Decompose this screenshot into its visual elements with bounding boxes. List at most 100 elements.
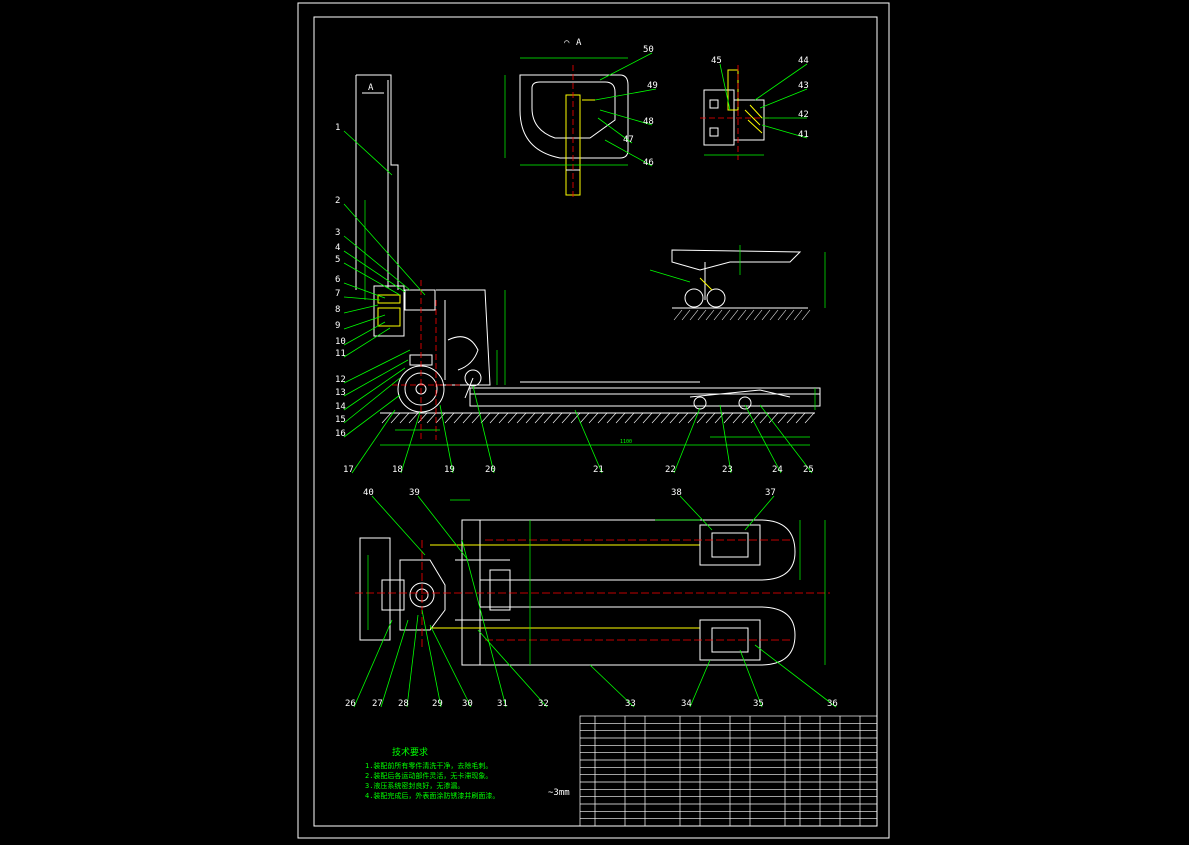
leader-line: [719, 63, 731, 111]
chassis-body: [436, 289, 491, 386]
outer-border: [297, 2, 890, 839]
part-number-balloon: 5: [335, 255, 340, 265]
leader-line: [604, 139, 653, 167]
leader-line: [343, 394, 401, 438]
fork-side: [469, 387, 821, 407]
part-number-balloon: 31: [497, 699, 508, 709]
part-number-balloon: 23: [722, 465, 733, 475]
leader-line: [689, 659, 711, 708]
leader-line: [439, 404, 454, 474]
fork-length-dim: 1100: [620, 439, 632, 445]
leader-line: [343, 262, 401, 296]
leader-line: [594, 88, 657, 101]
ground-hatch: [381, 412, 815, 424]
side-centerlines: [392, 280, 460, 440]
bill-of-materials-table: [579, 715, 878, 827]
leader-line: [343, 359, 409, 397]
part-number-balloon: 3: [335, 228, 340, 238]
part-number-balloon: 38: [671, 488, 682, 498]
top-view-centerlines: [355, 539, 830, 650]
part-number-balloon: 13: [335, 388, 346, 398]
part-number-balloon: 45: [711, 56, 722, 66]
part-number-balloon: 36: [827, 699, 838, 709]
leader-line: [679, 495, 713, 531]
leader-line: [343, 304, 379, 314]
side-view: [355, 74, 821, 414]
fork-right-top: [480, 606, 796, 666]
part-number-balloon: 47: [623, 135, 634, 145]
part-number-balloon: 49: [647, 81, 658, 91]
caster-dims: [649, 245, 826, 308]
leader-line: [719, 404, 732, 474]
leader-line: [343, 250, 406, 293]
tech-notes-title: 技术要求: [392, 746, 428, 758]
tech-note-4: 4.装配完成后，外表面涂防锈漆并刷面漆。: [365, 791, 499, 800]
leader-line: [343, 327, 391, 358]
leader-line: [343, 130, 393, 176]
leader-line: [754, 644, 837, 708]
leader-line: [461, 539, 507, 708]
leader-line: [406, 614, 419, 708]
handle: [356, 74, 399, 290]
leader-line: [400, 411, 421, 474]
leader-line: [343, 377, 401, 424]
pin-centerline: [700, 65, 770, 160]
part-number-balloon: 35: [753, 699, 764, 709]
part-number-balloon: 2: [335, 196, 340, 206]
handle-detail-view: [519, 74, 629, 196]
part-number-balloon: 44: [798, 56, 809, 66]
part-number-balloon: 28: [398, 699, 409, 709]
leader-line: [744, 495, 775, 531]
pin-body: [703, 89, 735, 146]
part-number-balloon: 30: [462, 699, 473, 709]
part-number-balloon: 37: [765, 488, 776, 498]
leader-line: [477, 629, 548, 708]
top-view-dims: [367, 499, 826, 665]
leader-line: [343, 282, 386, 299]
leader-line: [599, 109, 653, 126]
leader-line: [343, 349, 411, 384]
tech-note-3: 3.液压系统密封良好，无渗漏。: [365, 781, 464, 790]
roller-assembly-left: [699, 524, 761, 566]
leader-line: [417, 495, 469, 561]
load-roller-rear: [738, 396, 752, 410]
part-number-balloon: 48: [643, 117, 654, 127]
leader-line: [739, 649, 763, 708]
part-number-balloon: 27: [372, 699, 383, 709]
part-number-balloon: 4: [335, 243, 340, 253]
leader-line: [744, 404, 782, 474]
part-number-balloon: 15: [335, 415, 346, 425]
handle-grip-outline: [519, 74, 629, 159]
part-number-balloon: 17: [343, 465, 354, 475]
part-number-balloon: 39: [409, 488, 420, 498]
leader-line: [754, 63, 808, 101]
part-number-balloon: 46: [643, 158, 654, 168]
leader-line: [351, 409, 396, 474]
leader-line: [353, 619, 393, 708]
leader-line: [589, 664, 635, 708]
leader-line: [472, 385, 495, 474]
part-number-balloon: 11: [335, 349, 346, 359]
part-number-balloon: 34: [681, 699, 692, 709]
leader-line: [343, 203, 426, 296]
scale-note: ~3mm: [548, 788, 570, 798]
part-number-balloon: 6: [335, 275, 340, 285]
leader-line: [421, 609, 442, 708]
leader-line: [761, 124, 808, 139]
part-number-balloon: 22: [665, 465, 676, 475]
part-number-balloon: 14: [335, 402, 346, 412]
pin-detail-view: [703, 69, 765, 146]
leader-line: [597, 117, 633, 144]
leader-line: [380, 619, 409, 708]
tech-note-1: 1.装配前所有零件清洗干净，去除毛刺。: [365, 761, 492, 770]
handle-detail-dims: [504, 57, 628, 166]
leader-line: [343, 296, 381, 301]
part-number-balloon: 43: [798, 81, 809, 91]
caster-detail-view: [671, 249, 808, 309]
part-number-balloon: 24: [772, 465, 783, 475]
leader-line: [429, 624, 472, 708]
side-dimensions: [364, 200, 816, 446]
leader-line: [371, 495, 426, 556]
